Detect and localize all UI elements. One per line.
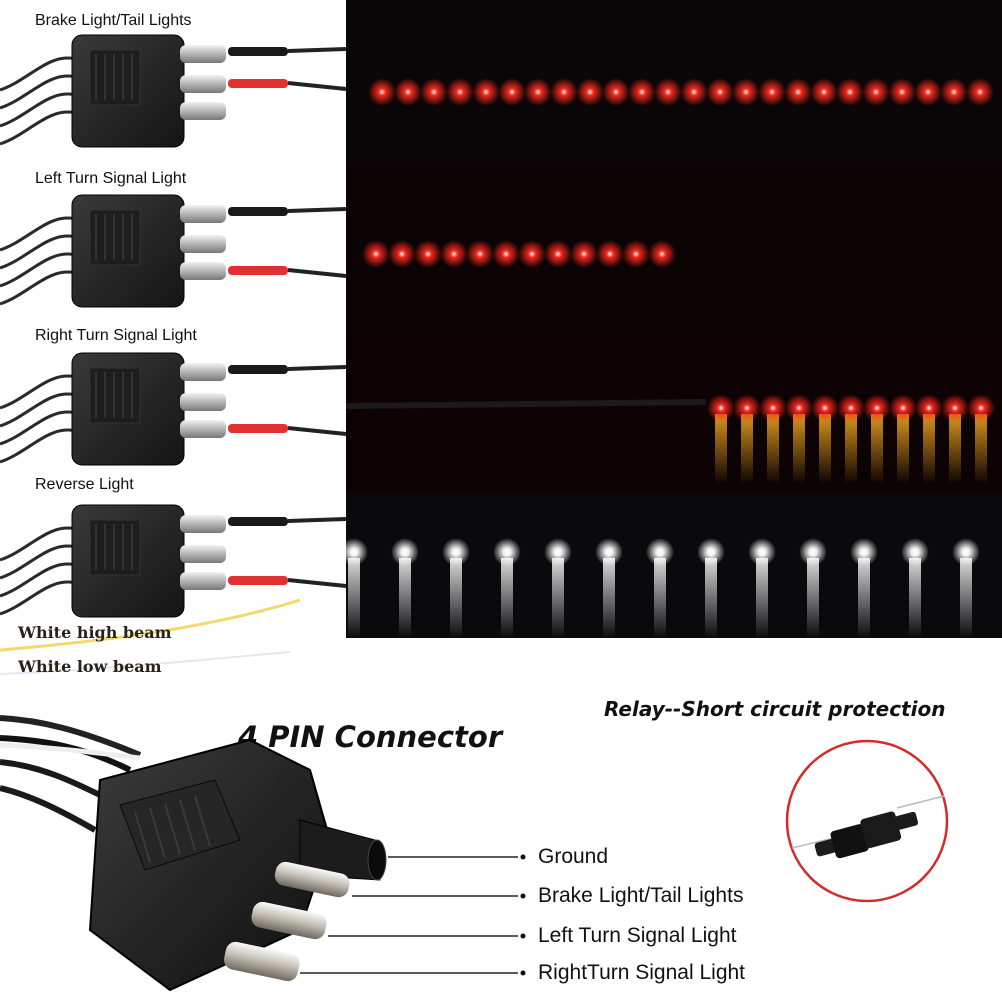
led-panel-brake (346, 0, 1002, 168)
small-connector (0, 352, 347, 466)
pin-label-left-turn: Left Turn Signal Light (538, 924, 737, 947)
big-connector (0, 715, 526, 992)
pin-label-right-turn: RightTurn Signal Light (538, 961, 746, 984)
beam-wires (0, 598, 301, 675)
connector-illustrations (0, 34, 347, 618)
small-connector (0, 34, 347, 148)
led-panel-left-turn (346, 168, 1002, 334)
row-label-brake: Brake Light/Tail Lights (35, 12, 192, 29)
led-strip-brake (368, 78, 994, 106)
led-panel-right-turn (346, 334, 1002, 494)
small-connector (0, 194, 347, 308)
relay-illustration (785, 739, 949, 903)
pin-label-ground: Ground (538, 845, 609, 868)
connector-title: 4 PIN Connector (238, 720, 503, 754)
white-low-beam-label: White low beam (18, 657, 162, 676)
led-panel-reverse (346, 494, 1002, 638)
row-label-reverse: Reverse Light (35, 476, 134, 493)
relay-title: Relay--Short circuit protection (604, 697, 946, 721)
led-strip-reverse (346, 538, 980, 638)
pin-label-brake: Brake Light/Tail Lights (538, 884, 744, 907)
led-strip-left-turn (362, 240, 676, 268)
row-label-left-turn: Left Turn Signal Light (35, 170, 187, 187)
led-strip-right-turn (346, 394, 995, 484)
row-label-right-turn: Right Turn Signal Light (35, 327, 197, 344)
white-high-beam-label: White high beam (18, 623, 172, 642)
small-connector (0, 504, 347, 618)
